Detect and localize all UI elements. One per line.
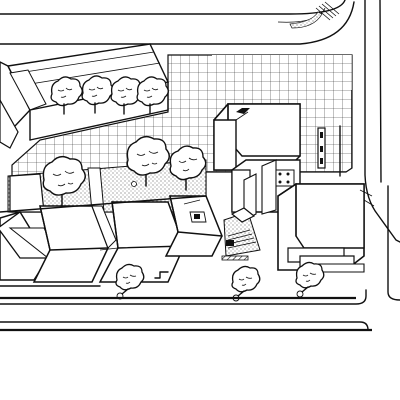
house-row	[0, 195, 223, 283]
house-3	[98, 201, 185, 283]
building-center-block	[231, 159, 301, 221]
street-steps	[315, 1, 340, 21]
right-road-edge	[364, 0, 400, 301]
entry-stairs	[221, 207, 261, 261]
plaza-tree-row	[50, 75, 169, 115]
lower-street	[0, 285, 372, 332]
house-2	[32, 205, 117, 283]
upper-street	[0, 0, 355, 45]
building-top-left	[0, 43, 170, 149]
right-side-posts	[317, 125, 341, 177]
garden-trees	[42, 135, 207, 209]
building-right-large	[277, 183, 375, 273]
street-furniture	[154, 240, 234, 279]
building-center-tower	[213, 103, 301, 171]
